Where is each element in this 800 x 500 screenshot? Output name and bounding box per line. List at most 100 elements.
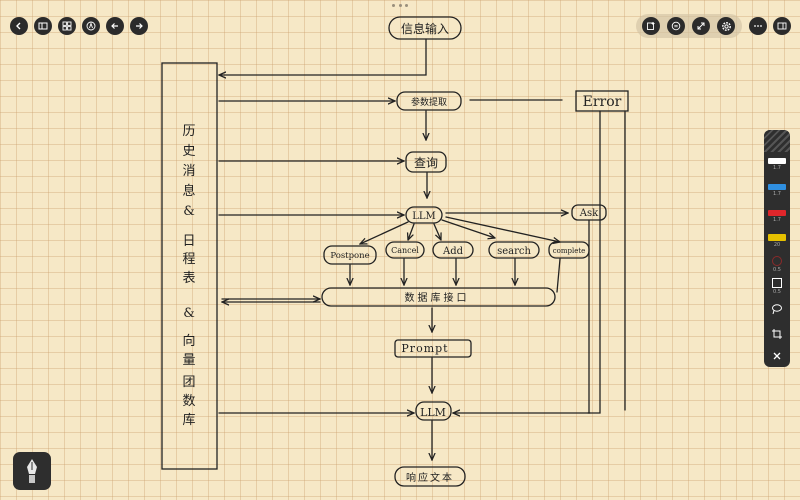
error-node (575, 90, 629, 112)
pages-icon (777, 22, 787, 30)
history-char: & (183, 204, 195, 219)
settings-icon (721, 21, 731, 31)
pen-circle-icon (86, 21, 96, 31)
error-label: Error (583, 94, 622, 110)
eraser-tool-size: 0.5 (773, 267, 781, 273)
history-char: 表 (182, 271, 195, 286)
shape-tool-size: 0.5 (773, 289, 781, 295)
history-char: 息 (182, 183, 195, 199)
undo-button[interactable] (106, 17, 124, 35)
llm-node-2 (415, 401, 452, 421)
llm-node-1 (405, 206, 443, 224)
add-node (432, 241, 474, 259)
close-icon (773, 352, 781, 360)
history-char: 库 (182, 412, 195, 428)
drag-handle[interactable] (392, 4, 408, 8)
tool-panel-handle[interactable] (764, 130, 790, 152)
grid-icon (62, 21, 72, 31)
input-node (388, 16, 462, 40)
response-label: 响应文本 (406, 471, 454, 484)
back-icon (16, 22, 21, 30)
arrow-llm-to-complete (445, 216, 560, 242)
arrow-llm-to-search (441, 219, 495, 238)
lasso-icon (772, 304, 782, 315)
pages-button[interactable] (773, 17, 791, 35)
history-char: 历 (182, 124, 195, 139)
history-char: & (183, 306, 195, 321)
line-error-down (587, 110, 601, 414)
arrow-llm-to-cancel (408, 223, 415, 240)
response-node (394, 466, 466, 487)
history-char: 量 (182, 353, 195, 368)
cancel-label: Cancel (391, 246, 419, 255)
llm2-label: LLM (420, 406, 446, 419)
undo-icon (111, 23, 118, 29)
add-page-button[interactable] (642, 17, 660, 35)
pen-red-icon (768, 210, 786, 216)
history-char: 史 (182, 144, 195, 159)
eraser-tool[interactable]: 0.5 (767, 256, 787, 273)
cancel-node (385, 241, 425, 259)
arrow-input-to-history (219, 38, 427, 75)
expand-icon (697, 22, 705, 30)
pen-white-icon (768, 158, 786, 164)
search-node (488, 241, 540, 259)
square-icon (772, 278, 782, 288)
db-node (321, 287, 556, 307)
marker-tool-size: 20 (773, 242, 781, 248)
settings-button[interactable] (717, 17, 735, 35)
pen-mode-button[interactable] (82, 17, 100, 35)
history-label: 历 史 消 息 & 日 程 表 & 向 量 团 数 库 (182, 124, 195, 428)
redo-icon (136, 23, 143, 29)
history-char: 程 (182, 252, 195, 267)
pen-tool-3[interactable]: 1.7 (767, 210, 787, 223)
marker-tool[interactable]: 20 (767, 234, 787, 248)
marker-yellow-icon (768, 234, 786, 241)
shape-tool[interactable]: 0.5 (767, 278, 787, 295)
extract-label: 参数提取 (411, 96, 447, 108)
expand-button[interactable] (692, 17, 710, 35)
more-button[interactable] (749, 17, 767, 35)
extract-node (396, 91, 462, 111)
comment-icon (671, 21, 681, 31)
history-char: 团 (182, 375, 195, 390)
prompt-label: Prompt (401, 342, 448, 355)
pen-tool-1[interactable]: 1.7 (767, 158, 787, 171)
close-tools-button[interactable] (767, 352, 787, 360)
postpone-label: Postpone (330, 251, 369, 261)
complete-node (548, 241, 590, 259)
query-node (405, 151, 447, 173)
history-box (161, 62, 218, 470)
crop-tool[interactable] (767, 328, 787, 340)
arrow-llm-to-postpone (360, 221, 409, 245)
lasso-tool[interactable] (767, 303, 787, 315)
back-button[interactable] (10, 17, 28, 35)
fountain-pen-icon (27, 459, 37, 483)
ask-label: Ask (579, 208, 599, 219)
pen-tool-2[interactable]: 1.7 (767, 184, 787, 197)
pen-tool-2-size: 1.7 (773, 191, 781, 197)
sidebar-button[interactable] (34, 17, 52, 35)
search-label: search (497, 246, 531, 257)
add-label: Add (442, 246, 464, 257)
pen-blue-icon (768, 184, 786, 190)
query-label: 查询 (414, 156, 438, 170)
history-char: 消 (182, 164, 195, 179)
pen-tool-button[interactable] (13, 452, 51, 490)
history-char: 向 (182, 333, 195, 349)
pen-tool-1-size: 1.7 (773, 165, 781, 171)
pen-tool-3-size: 1.7 (773, 217, 781, 223)
arrow-llm-to-add (433, 223, 441, 240)
input-label: 信息输入 (401, 21, 449, 36)
llm1-label: LLM (412, 211, 436, 222)
comment-button[interactable] (667, 17, 685, 35)
history-char: 日 (182, 234, 195, 249)
line-complete-to-db (556, 258, 561, 293)
more-icon (754, 25, 762, 27)
prompt-node (394, 339, 472, 358)
redo-button[interactable] (130, 17, 148, 35)
grid-button[interactable] (58, 17, 76, 35)
add-page-icon (647, 22, 655, 30)
tool-panel: 1.7 1.7 1.7 20 0.5 0.5 (764, 130, 790, 367)
